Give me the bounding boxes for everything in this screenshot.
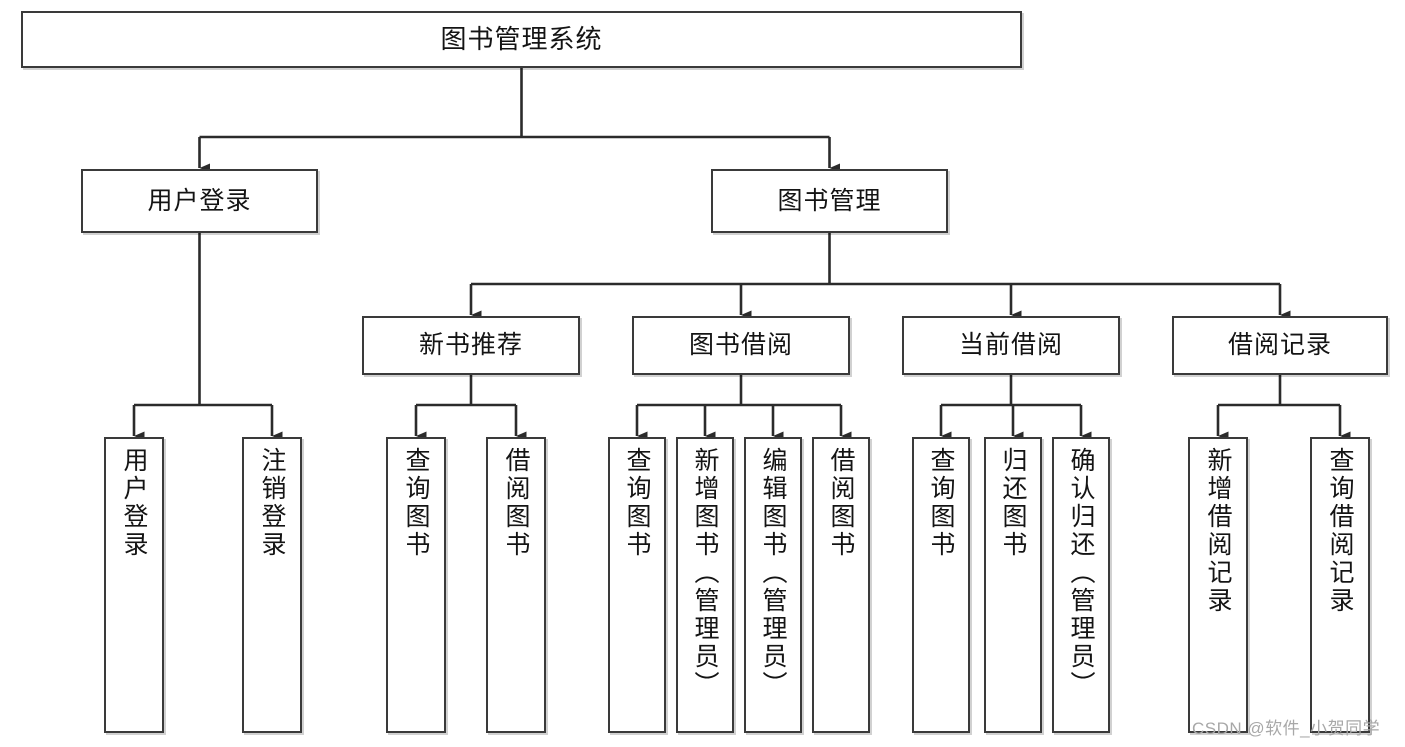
node-leaf-record-query[interactable]: 查询借阅记录 — [1310, 437, 1370, 733]
node-borrow-record-label: 借阅记录 — [1227, 331, 1332, 360]
node-book-management-label: 图书管理 — [777, 186, 882, 215]
node-leaf-borrow-edit-book[interactable]: 编辑图书（管理员） — [744, 437, 802, 733]
node-leaf-borrow-borrow-book-label: 借阅图书 — [827, 447, 855, 559]
node-new-book-recommend-label: 新书推荐 — [418, 331, 523, 360]
node-leaf-user-login[interactable]: 用户登录 — [104, 437, 164, 733]
edge-group — [132, 68, 1351, 441]
node-leaf-borrow-query-book[interactable]: 查询图书 — [608, 437, 666, 733]
node-book-management[interactable]: 图书管理 — [711, 169, 948, 233]
node-current-borrow-label: 当前借阅 — [958, 331, 1063, 360]
node-leaf-recommend-borrow-book[interactable]: 借阅图书 — [486, 437, 546, 733]
node-leaf-user-login-label: 用户登录 — [120, 447, 148, 559]
node-leaf-recommend-query-book[interactable]: 查询图书 — [386, 437, 446, 733]
node-leaf-record-add[interactable]: 新增借阅记录 — [1188, 437, 1248, 733]
node-user-login-label: 用户登录 — [147, 186, 252, 215]
node-root[interactable]: 图书管理系统 — [21, 11, 1022, 68]
node-user-login[interactable]: 用户登录 — [81, 169, 318, 233]
node-leaf-record-add-label: 新增借阅记录 — [1204, 447, 1232, 615]
node-leaf-user-logout[interactable]: 注销登录 — [242, 437, 302, 733]
node-leaf-recommend-query-book-label: 查询图书 — [402, 447, 430, 559]
node-leaf-current-query-book-label: 查询图书 — [927, 447, 955, 559]
node-leaf-current-confirm-return[interactable]: 确认归还（管理员） — [1052, 437, 1110, 733]
node-leaf-borrow-borrow-book[interactable]: 借阅图书 — [812, 437, 870, 733]
node-leaf-record-query-label: 查询借阅记录 — [1326, 447, 1354, 615]
node-leaf-current-return-book[interactable]: 归还图书 — [984, 437, 1042, 733]
node-leaf-borrow-add-book-label: 新增图书（管理员） — [691, 447, 719, 699]
node-leaf-current-query-book[interactable]: 查询图书 — [912, 437, 970, 733]
node-book-borrow-label: 图书借阅 — [688, 331, 793, 360]
csdn-watermark: CSDN @软件_小贺同学 — [1192, 719, 1381, 738]
node-leaf-borrow-add-book[interactable]: 新增图书（管理员） — [676, 437, 734, 733]
node-leaf-current-return-book-label: 归还图书 — [999, 447, 1027, 559]
node-leaf-recommend-borrow-book-label: 借阅图书 — [502, 447, 530, 559]
node-root-label: 图书管理系统 — [440, 23, 603, 54]
node-borrow-record[interactable]: 借阅记录 — [1172, 316, 1388, 375]
node-leaf-current-confirm-return-label: 确认归还（管理员） — [1067, 447, 1095, 699]
node-leaf-borrow-query-book-label: 查询图书 — [623, 447, 651, 559]
node-book-borrow[interactable]: 图书借阅 — [632, 316, 850, 375]
node-leaf-borrow-edit-book-label: 编辑图书（管理员） — [759, 447, 787, 699]
node-new-book-recommend[interactable]: 新书推荐 — [362, 316, 580, 375]
node-leaf-user-logout-label: 注销登录 — [258, 447, 286, 559]
node-current-borrow[interactable]: 当前借阅 — [902, 316, 1120, 375]
